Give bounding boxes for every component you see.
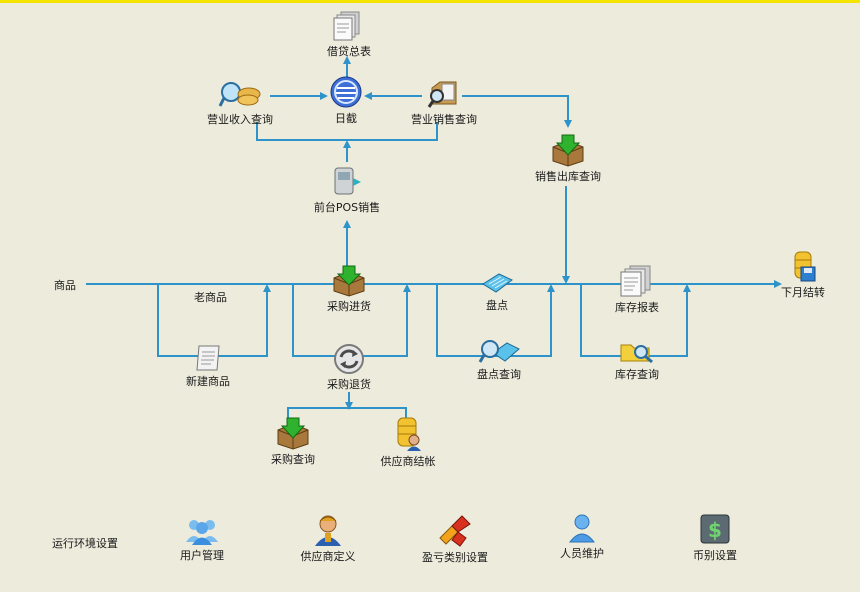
folder-magnifier-icon	[620, 344, 653, 364]
daily-close-node[interactable]: 日截	[291, 75, 401, 126]
sales-outbound-query-node[interactable]: 销售出库查询	[513, 133, 623, 184]
sales-query-label: 营业销售查询	[411, 113, 477, 126]
connector-return-bracket	[287, 407, 407, 418]
currency-setup-node[interactable]: $ 币别设置	[660, 512, 770, 563]
document-icon	[196, 345, 220, 371]
revenue-query-label: 营业收入查询	[207, 113, 273, 126]
globe-icon	[330, 76, 362, 108]
user-mgmt-node[interactable]: 用户管理	[147, 516, 257, 563]
ledger-summary-label: 借贷总表	[327, 45, 371, 58]
supplier-person-icon	[315, 515, 341, 546]
month-end-label: 下月结转	[781, 286, 825, 299]
magnifier-calculator-icon	[478, 340, 520, 363]
purchase-in-label: 采购进货	[327, 300, 371, 313]
env-settings-label: 运行环境设置	[52, 537, 118, 550]
new-goods-label: 新建商品	[186, 375, 230, 388]
users-icon	[186, 520, 218, 545]
purchase-in-node[interactable]: 采购进货	[294, 265, 404, 314]
calculator-icon	[482, 273, 513, 293]
profit-loss-types-node[interactable]: 盈亏类别设置	[400, 512, 510, 565]
document-stack-icon	[333, 11, 360, 41]
inventory-query-node[interactable]: 库存查询	[582, 339, 692, 382]
box-green-arrow-icon	[277, 417, 309, 450]
old-goods-label: 老商品	[194, 291, 227, 304]
refresh-icon	[334, 344, 364, 374]
sales-query-node[interactable]: 营业销售查询	[389, 78, 499, 127]
box-green-arrow-icon	[552, 134, 584, 167]
revenue-query-node[interactable]: 营业收入查询	[185, 80, 295, 127]
month-end-node[interactable]: 下月结转	[748, 249, 858, 300]
pos-sales-label: 前台POS销售	[313, 201, 381, 214]
profit-loss-types-label: 盈亏类别设置	[422, 551, 488, 564]
currency-icon: $	[700, 514, 730, 544]
connector-query-bracket	[256, 122, 438, 141]
daily-close-label: 日截	[335, 112, 357, 125]
purchase-return-node[interactable]: 采购退货	[294, 343, 404, 392]
inventory-report-node[interactable]: 库存报表	[582, 264, 692, 315]
purchase-query-label: 采购查询	[271, 453, 315, 466]
inventory-query-label: 库存查询	[615, 368, 659, 381]
document-stack-icon	[620, 265, 651, 297]
pos-terminal-icon	[334, 167, 361, 195]
supplier-settlement-node[interactable]: 供应商结帐	[353, 414, 463, 469]
connector-sales-to-outbound	[462, 95, 572, 128]
ledger-summary-node[interactable]: 借贷总表	[294, 10, 404, 59]
coin-stack-person-icon	[397, 417, 421, 451]
person-icon	[568, 514, 596, 543]
sales-outbound-query-label: 销售出库查询	[535, 170, 601, 183]
goods-label: 商品	[54, 279, 76, 292]
box-green-arrow-icon	[333, 265, 365, 297]
staff-maint-node[interactable]: 人员维护	[527, 512, 637, 561]
magnifier-coins-icon	[218, 82, 261, 107]
stocktake-query-node[interactable]: 盘点查询	[444, 337, 554, 382]
svg-text:$: $	[708, 518, 722, 542]
coin-stack-disk-icon	[794, 251, 816, 282]
supplier-settlement-label: 供应商结帐	[380, 455, 436, 468]
puzzle-icon	[439, 515, 471, 547]
top-accent-bar	[0, 0, 860, 3]
stocktake-label: 盘点	[486, 299, 508, 312]
supplier-def-node[interactable]: 供应商定义	[273, 513, 383, 564]
new-goods-node[interactable]: 新建商品	[153, 342, 263, 389]
folder-search-icon	[427, 81, 457, 108]
currency-setup-label: 币别设置	[693, 549, 737, 562]
purchase-query-node[interactable]: 采购查询	[238, 416, 348, 467]
supplier-def-label: 供应商定义	[300, 550, 356, 563]
purchase-return-label: 采购退货	[327, 378, 371, 391]
stocktake-query-label: 盘点查询	[477, 368, 521, 381]
stocktake-node[interactable]: 盘点	[442, 270, 552, 313]
inventory-report-label: 库存报表	[615, 301, 659, 314]
staff-maint-label: 人员维护	[560, 547, 604, 560]
pos-sales-node[interactable]: 前台POS销售	[292, 164, 402, 215]
user-mgmt-label: 用户管理	[180, 549, 224, 562]
